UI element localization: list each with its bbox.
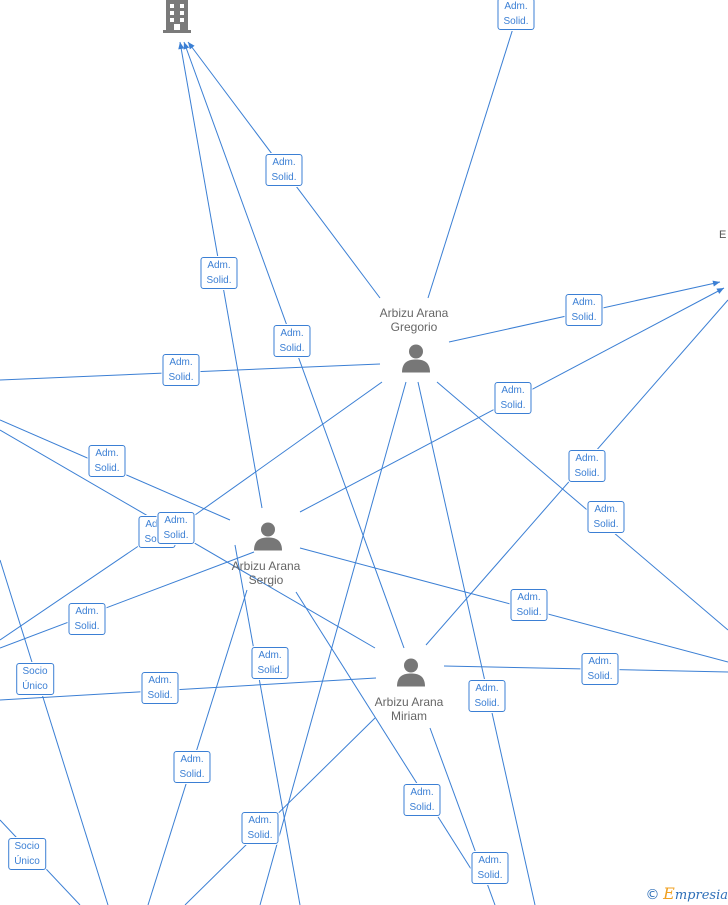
arrowhead [716, 288, 724, 294]
edge-label-line: Solid. [516, 607, 542, 618]
edge-label-line: Adm. [575, 453, 599, 464]
edge-label-line: Socio [22, 666, 48, 677]
edge-label-line: Solid. [94, 463, 120, 474]
edge-label-line: Solid. [144, 532, 169, 547]
edge-label-line: Solid. [503, 16, 529, 27]
person-icon[interactable] [253, 521, 283, 556]
edge-label-line: Adm. [207, 260, 231, 271]
edge-label-line: Adm. [280, 328, 304, 339]
edge-label-line: Solid. [593, 519, 619, 530]
relationship-edge [0, 544, 141, 641]
building-icon [163, 0, 191, 33]
edge-label-adm-solid[interactable]: Adm. Solid. [471, 852, 509, 884]
edge-label-line: Solid. [257, 665, 283, 676]
edge-label-line: Adm. [504, 1, 528, 12]
arrowhead [188, 42, 195, 50]
edge-label-line: Solid. [477, 870, 503, 881]
edge-label-line: Adm. [478, 855, 502, 866]
edge-label-line: Adm. [248, 815, 272, 826]
relationship-edge [234, 544, 301, 905]
relationship-edge [0, 677, 377, 701]
edge-label-adm-solid[interactable]: Adm. Solid. [568, 450, 606, 482]
relationship-edge [417, 381, 536, 905]
edge-label-line: Solid. [147, 690, 173, 701]
edge-label-line: Solid. [206, 275, 232, 286]
edge-label-line: Adm. [410, 787, 434, 798]
edge-label-adm-solid[interactable]: Adm. Solid. [565, 294, 603, 326]
edge-label-line: Adm. [258, 650, 282, 661]
edge-label-line: Adm. [95, 448, 119, 459]
edge-label-adm-solid[interactable]: Adm. Solid. [494, 382, 532, 414]
edge-label-adm-solid[interactable]: Adm. Solid. [468, 680, 506, 712]
arrowhead [183, 42, 190, 50]
node-label-sergio[interactable]: Arbizu Arana Sergio [231, 559, 301, 587]
edge-label-line: Adm. [272, 157, 296, 168]
relationship-edge [0, 551, 255, 649]
edge-label-line: Único [14, 856, 40, 867]
edge-label-line: Solid. [74, 621, 100, 632]
edge-label-line: Adm. [148, 675, 172, 686]
edge-label-adm-solid[interactable]: Adm. Solid. [88, 445, 126, 477]
edge-label-line: Solid. [168, 372, 194, 383]
edge-label-line: Solid. [500, 400, 526, 411]
person-icon[interactable] [401, 343, 431, 378]
edge-label-line: Solid. [271, 172, 297, 183]
node-label-gregorio[interactable]: Arbizu Arana Gregorio [379, 306, 449, 334]
edge-label-adm-solid[interactable]: Adm. Solid. [587, 501, 625, 533]
arrowhead [712, 280, 720, 287]
edge-label-adm-solid[interactable]: Adm. Solid. [581, 653, 619, 685]
edge-label-line: Adm. [475, 683, 499, 694]
relationship-edge [187, 381, 383, 521]
person-icon[interactable] [396, 657, 426, 692]
edge-label-line: Adm. [144, 517, 169, 532]
edge-label-adm-solid[interactable]: Adm. Solid. [265, 154, 303, 186]
edge-label-line: Adm. [501, 385, 525, 396]
edge-label-adm-solid[interactable]: Adm. Solid. [141, 672, 179, 704]
edge-label-line: Socio [14, 841, 40, 852]
edge-label-line: Único [22, 681, 48, 692]
edge-label-adm-solid[interactable]: Adm. Solid. [241, 812, 279, 844]
edge-label-line: Adm. [164, 515, 188, 526]
edge-label-line: Solid. [279, 343, 305, 354]
footer-brand: © Empresia [641, 884, 728, 903]
relationship-edge [259, 381, 407, 905]
edge-label-line: Solid. [587, 671, 613, 682]
edge-label-adm-solid[interactable]: Adm. Solid. [510, 589, 548, 621]
edge-label-line: Adm. [180, 754, 204, 765]
edge-label-adm-solid[interactable]: Adm. Solid. [403, 784, 441, 816]
edge-label-adm-solid[interactable]: Adm. Solid. [157, 512, 195, 544]
edge-label-line: Adm. [75, 606, 99, 617]
edge-label-adm-solid[interactable]: Adm. Solid. [200, 257, 238, 289]
edge-label-line: Solid. [163, 530, 189, 541]
edge-label-line: Adm. [572, 297, 596, 308]
edge-label-line: Adm. [169, 357, 193, 368]
edge-label-line: Solid. [574, 468, 600, 479]
edge-label-line: Adm. [588, 656, 612, 667]
edge-label-adm-solid[interactable]: Adm. Solid. [273, 325, 311, 357]
edge-label-adm-solid[interactable]: Adm. Solid. [162, 354, 200, 386]
edge-label-adm-solid[interactable]: Adm. Solid. [497, 0, 535, 30]
relationship-edge [436, 381, 728, 631]
relationship-edge [0, 559, 109, 905]
edge-label-line: Adm. [517, 592, 541, 603]
edge-label-adm-solid[interactable]: Adm. Solid. [251, 647, 289, 679]
edge-label-line: Solid. [571, 312, 597, 323]
node-label-miriam[interactable]: Arbizu Arana Miriam [374, 695, 444, 723]
edge-label-adm-solid[interactable]: Adm. Solid. [68, 603, 106, 635]
edge-label-line: Adm. [594, 504, 618, 515]
relationship-edge [427, 21, 516, 299]
arrowhead [178, 42, 185, 50]
relationship-edge [295, 591, 479, 881]
edge-label-line: Solid. [409, 802, 435, 813]
edge-label-adm-solid[interactable]: Adm. Solid. [173, 751, 211, 783]
company-label-fragment[interactable]: E [719, 229, 727, 241]
relationship-edge [184, 717, 376, 905]
relationship-edge [147, 589, 248, 905]
edge-label-line: Solid. [247, 830, 273, 841]
edge-label-line: Solid. [179, 769, 205, 780]
edge-label-line: Solid. [474, 698, 500, 709]
